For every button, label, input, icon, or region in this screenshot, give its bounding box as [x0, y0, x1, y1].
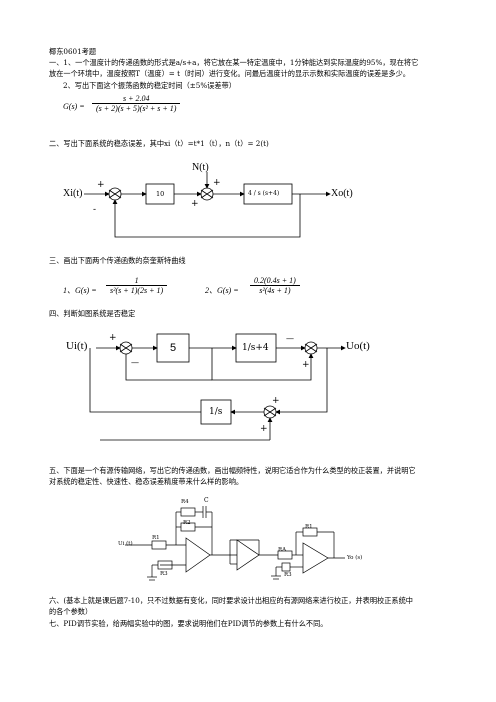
q2-block-plant-label: 4 / s (s+4)	[248, 190, 280, 197]
q7-text: 七、PID调节实验，给两幅实验中的图，要求说明他们在PID调节的参数上有什么不同…	[49, 619, 328, 628]
circuit-label-C: C	[204, 497, 209, 504]
q3-formula2-numerator: 0.2(0.4s + 1)	[254, 276, 296, 285]
q3-formula1-fraction: 1 s²(s + 1)(2s + 1)	[106, 276, 168, 295]
q1-formula-lhs: G(s) =	[63, 102, 85, 111]
q3-text: 三、画出下面两个传递函数的奈奎斯特曲线	[49, 256, 186, 265]
circuit-label-R1: R1	[152, 535, 160, 541]
q5-line1: 五、下面是一个有源传输网络，写出它的传递函数，画出幅频特性，说明它适合作为什么类…	[49, 466, 416, 475]
q5-circuit	[125, 506, 345, 581]
q4-plus-4: +	[260, 424, 268, 434]
q4-text: 四、判断如图系统是否稳定	[49, 309, 136, 318]
q1-formula-numerator: s + 2.04	[122, 94, 150, 103]
q4-diagram	[89, 333, 346, 441]
opamp-2	[236, 539, 260, 571]
q3-formula1-lhs: 1、G(s) =	[63, 286, 97, 295]
q1-line1: 一、1、一个温度计的传递函数的形式是a/s+a，将它放在某一特定温度中，1分钟能…	[49, 58, 419, 67]
q2-text: 二、写出下面系统的稳态误差，其中xi（t）=t*1（t），n（t）= 2(t)	[49, 139, 269, 148]
q5-line2: 对系统的稳定性、快速性、稳态误差精度带来什么样的影响。	[49, 477, 244, 486]
q4-block-integrator-label: 1/s	[209, 407, 223, 417]
q3-formula2-denominator: s²(4s + 1)	[250, 285, 300, 295]
q2-disturbance-label: N(t)	[192, 162, 209, 173]
circuit-label-R4: R4	[181, 499, 189, 505]
circuit-label-R3: R3	[160, 571, 168, 577]
exam-title: 椰东0601考题	[49, 47, 97, 56]
q6-line1: 六、(基本上就是课后题7-10，只不过数据有变化，同时要求设计出相应的有源网络来…	[49, 596, 413, 605]
circuit-label-R1-feedback: R1	[305, 524, 313, 530]
q1-formula-fraction: s + 2.04 (s + 2)(s + 5)(s² + s + 1)	[92, 94, 181, 113]
q2-block-gain-label: 10	[156, 190, 165, 198]
circuit-label-input: Ui (t)	[118, 541, 133, 547]
q2-diagram	[84, 172, 331, 238]
q3-formula2-lhs: 2、G(s) =	[205, 286, 239, 295]
q2-plus-1: +	[97, 180, 105, 190]
q4-minus-2: —	[286, 334, 294, 343]
q4-input-label: Ui(t)	[66, 340, 88, 352]
circuit-label-R3-second: R3	[284, 572, 292, 578]
q2-plus-2: +	[213, 178, 221, 188]
q4-output-label: Uo(t)	[346, 340, 370, 352]
q3-formula1-numerator: 1	[134, 276, 139, 285]
circuit-label-output: Yo (s)	[347, 555, 363, 561]
q3-formula2-fraction: 0.2(0.4s + 1) s²(4s + 1)	[250, 276, 300, 295]
q4-plus-2: +	[302, 360, 310, 370]
q1-line2: 放在一个环境中，温度按照T（温度）= t（时间）进行变化。问最后温度计的显示示数…	[49, 69, 410, 78]
q2-plus-3: +	[191, 199, 199, 209]
opamp-3	[302, 542, 329, 574]
q2-output-label: Xo(t)	[331, 188, 353, 199]
q1-formula-denominator: (s + 2)(s + 5)(s² + s + 1)	[92, 103, 181, 113]
q3-formula1-denominator: s²(s + 1)(2s + 1)	[106, 285, 168, 295]
q4-plus-1: +	[109, 333, 117, 343]
circuit-label-R2: R2	[183, 520, 191, 526]
q4-plus-3: +	[272, 396, 280, 406]
q1-sub2: 2、写出下面这个振荡函数的稳定时间（±5%误差带）	[63, 81, 236, 90]
circuit-label-RA: RA	[278, 547, 287, 553]
q4-block-lag-label: 1/s+4	[242, 343, 269, 353]
q4-minus-1: —	[131, 358, 139, 367]
q4-block-gain-label: 5	[170, 342, 177, 354]
q2-minus-1: -	[93, 205, 97, 215]
opamp-1	[185, 537, 211, 573]
q2-input-label: Xi(t)	[63, 188, 83, 199]
q6-line2: 的各个参数）	[49, 607, 93, 616]
resistor-R4	[180, 507, 196, 517]
